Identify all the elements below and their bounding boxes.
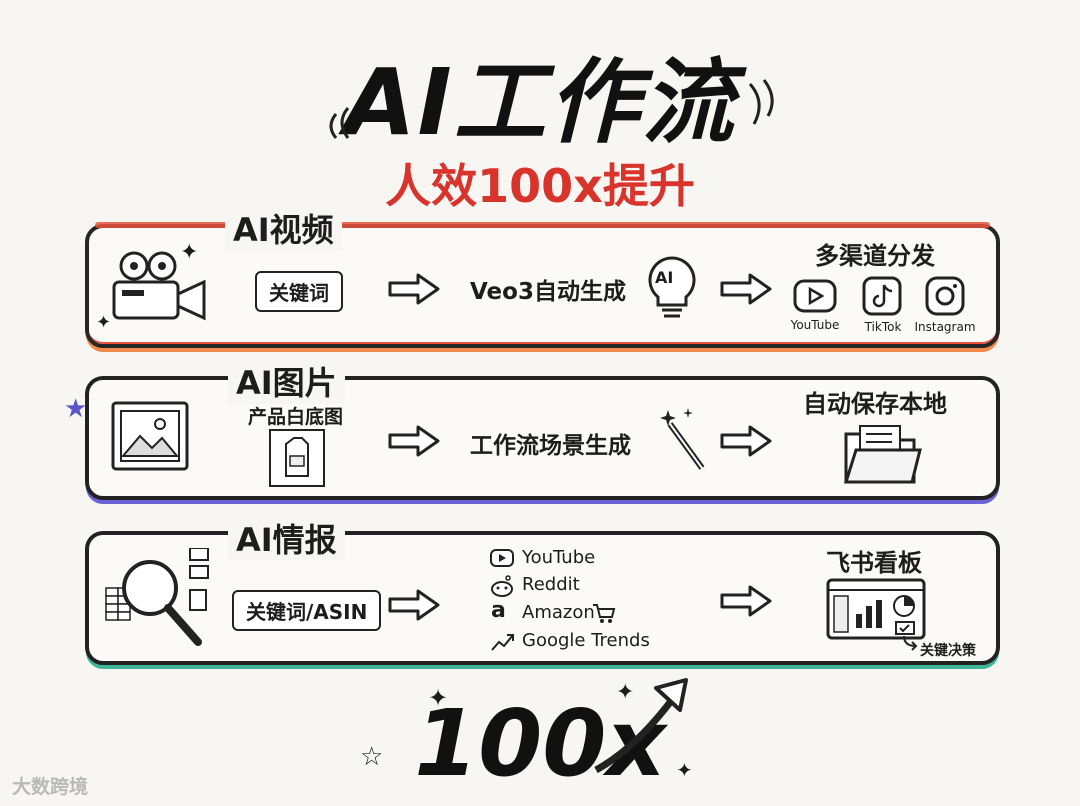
section-label-intel: AI情报 [228,515,345,561]
curved-arrow-icon [903,635,918,651]
source-item: Amazon [522,602,595,623]
dashboard-icon [826,578,926,640]
arrow-right-icon [388,273,440,305]
footer-100x: 100x [414,690,666,797]
trend-chart-icon [491,634,514,651]
amazon-icon: a [491,598,506,623]
ai-lightbulb-icon [648,256,696,318]
intel-output-title: 飞书看板 [826,549,922,577]
star-icon: ☆ [360,742,384,772]
video-output-title: 多渠道分发 [815,242,935,270]
sparkle-icon: ✦ [428,684,449,712]
image-output-title: 自动保存本地 [803,390,947,418]
reddit-icon [491,575,513,597]
source-item: Reddit [522,574,580,595]
folder-icon [843,425,922,484]
product-box-icon [269,429,325,487]
instagram-icon [925,276,965,316]
ai-badge: AI [655,268,674,287]
arrow-right-icon [720,425,772,457]
image-frame-icon [111,401,189,471]
image-input-label: 产品白底图 [248,406,344,428]
sparkle-icon: ✦ [96,312,112,333]
growth-arrow-icon [594,678,688,774]
platform-label: TikTok [864,320,902,334]
watermark: 大数跨境 [12,776,89,798]
platform-label: YouTube [790,318,840,332]
magnifier-search-icon [105,548,209,646]
video-input-keyword: 关键词 [255,271,343,312]
arrow-right-icon [720,273,772,305]
magic-wand-icon [660,408,705,470]
sparkle-icon: ✦ [676,758,693,782]
decision-note: 关键决策 [920,643,976,659]
motion-lines-left [329,107,350,139]
arrow-right-icon [388,425,440,457]
shopping-cart-icon [593,604,616,623]
arrow-right-icon [388,589,440,621]
video-camera-icon [112,251,206,321]
source-item: YouTube [522,547,596,568]
image-process-text: 工作流场景生成 [470,433,631,459]
source-item: Google Trends [522,630,650,651]
arrow-right-icon [720,585,772,617]
intel-input-keyword-asin: 关键词/ASIN [232,590,382,631]
tiktok-icon [862,276,902,316]
subtitle: 人效100x提升 [385,159,695,213]
sparkle-icon: ✦ [616,680,635,705]
section-label-video: AI视频 [225,205,342,251]
platform-label: Instagram [914,320,976,334]
star-icon: ★ [64,394,88,424]
sparkle-icon: ✦ [180,240,199,265]
motion-lines-right [748,79,774,125]
video-process-text: Veo3自动生成 [470,279,626,305]
youtube-icon [490,549,514,567]
page-title: AI工作流 [344,49,736,156]
section-label-image: AI图片 [228,358,345,404]
youtube-icon [793,279,837,313]
